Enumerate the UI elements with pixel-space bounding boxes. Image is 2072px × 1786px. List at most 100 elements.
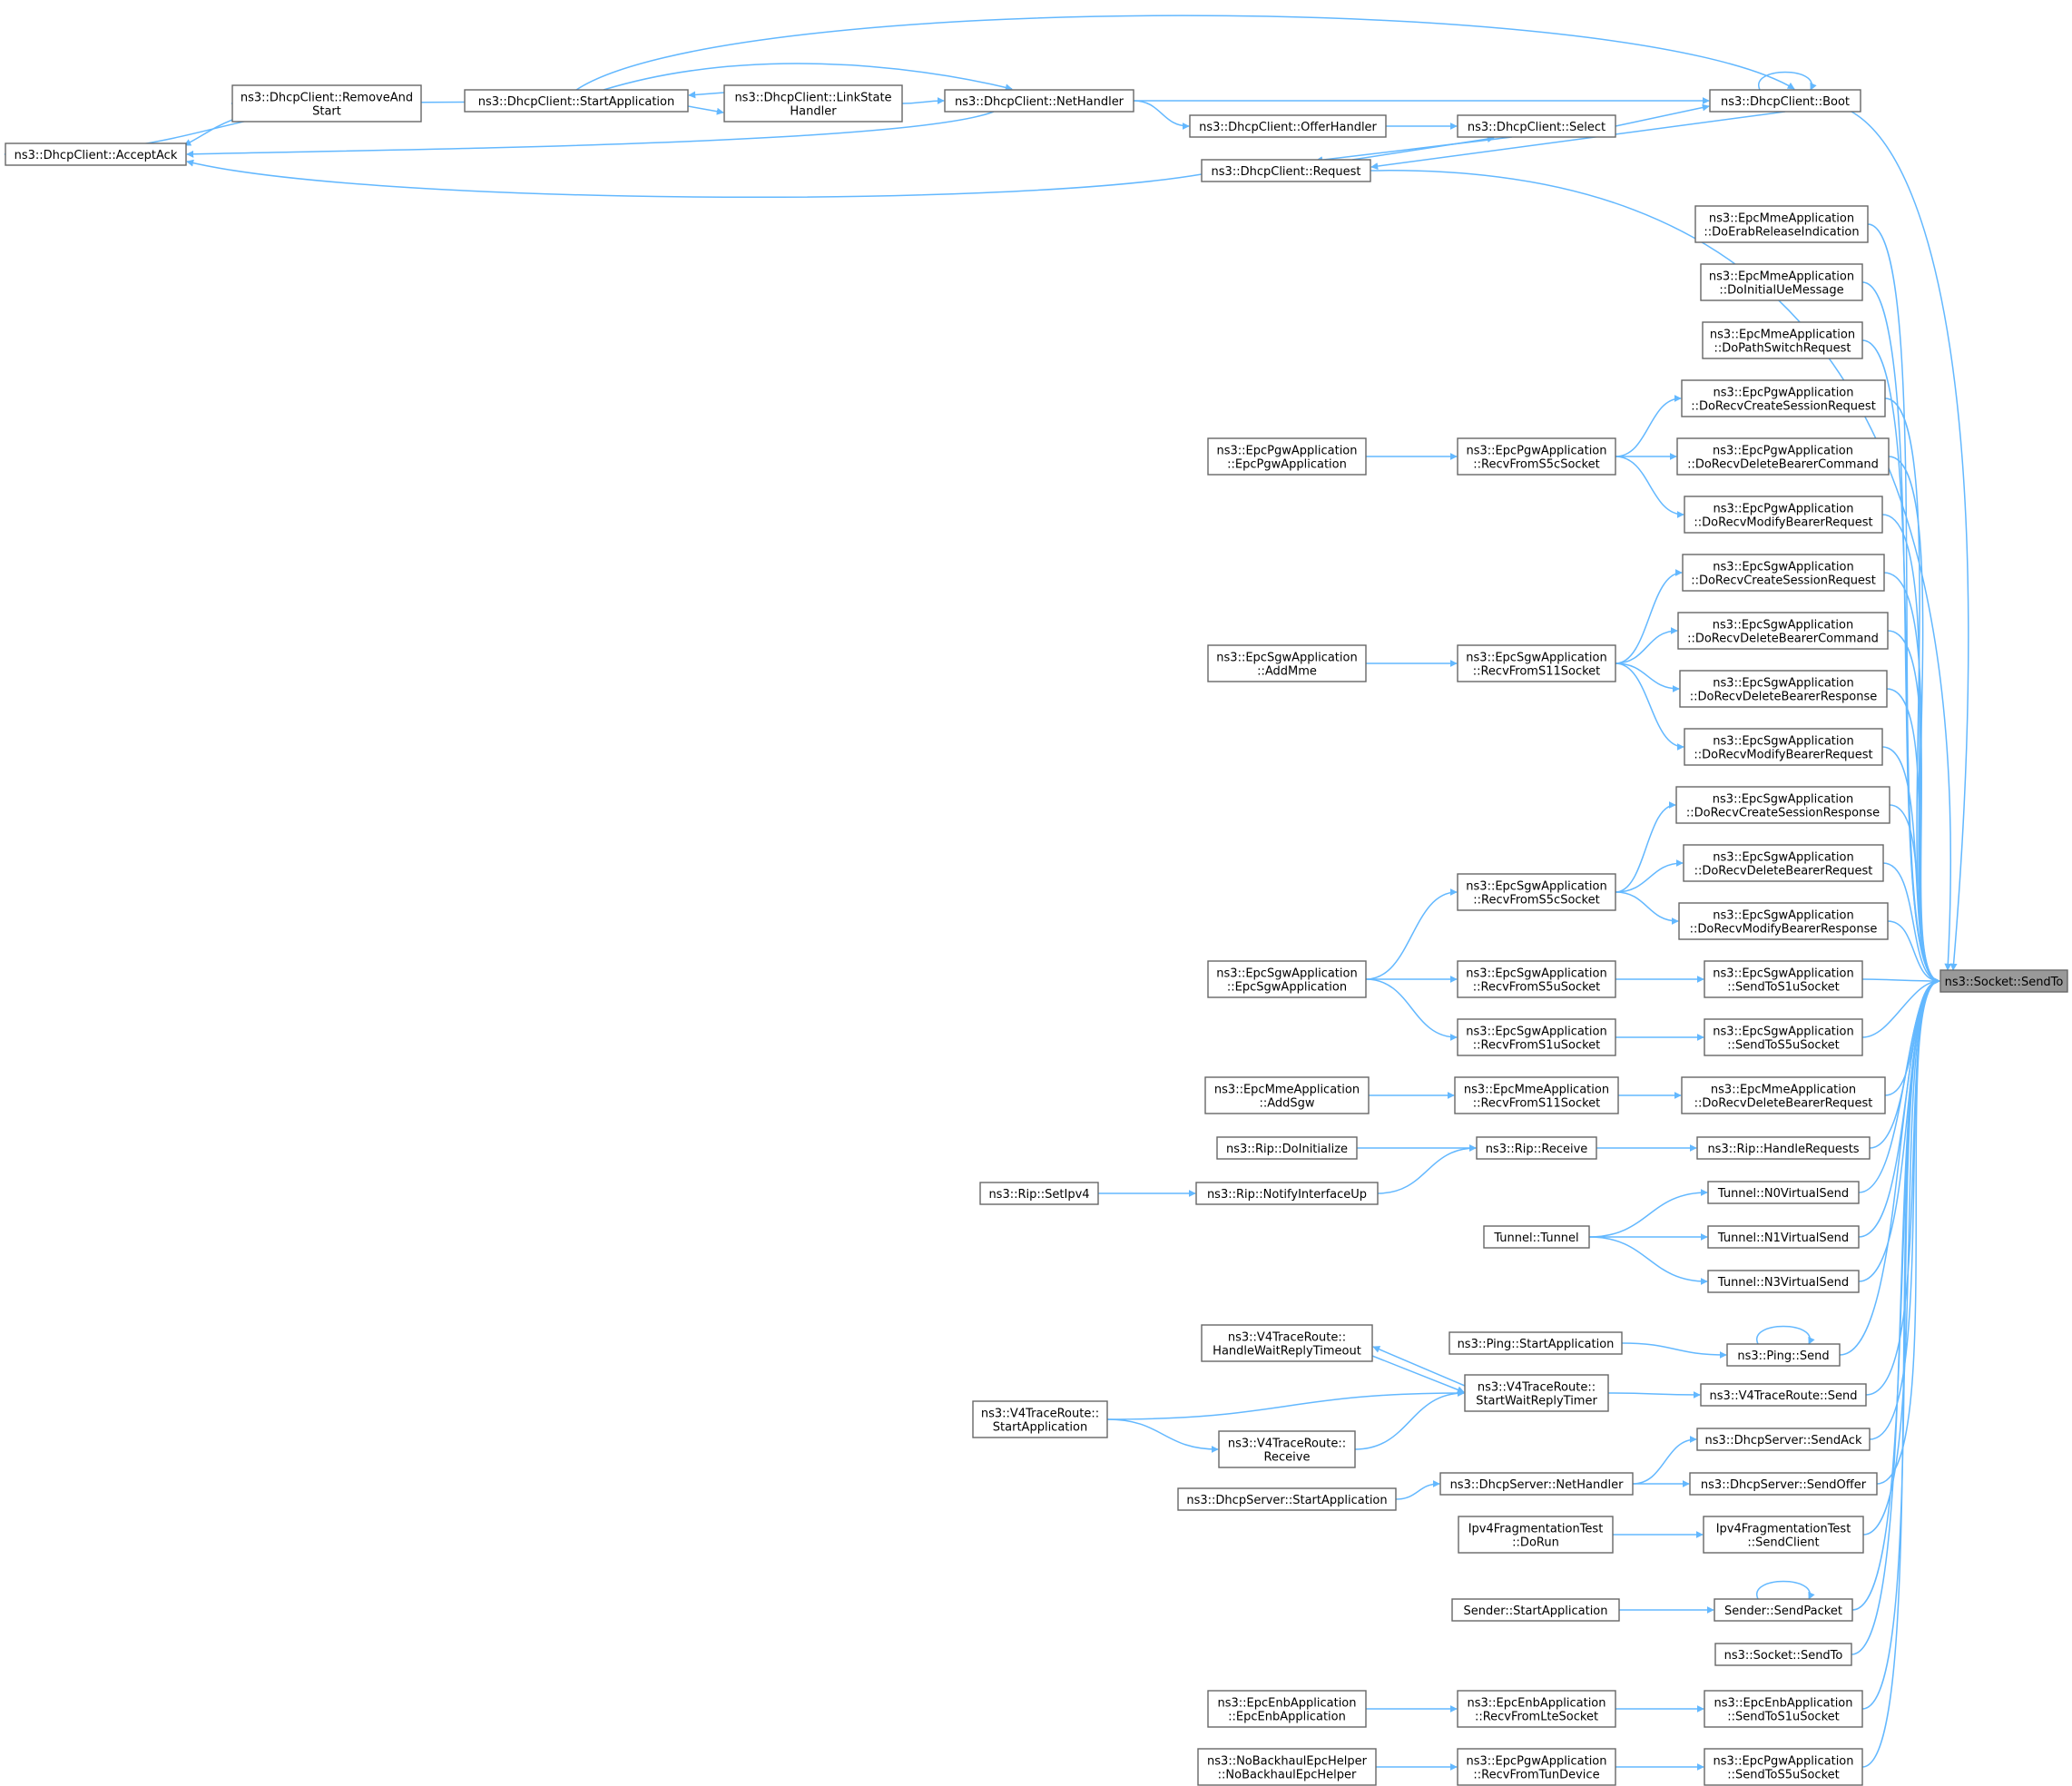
node-sgw-recv-s5c[interactable]: ns3::EpcSgwApplication::RecvFromS5cSocke…	[1457, 873, 1616, 911]
node-mme-do-delete-bearer-req[interactable]: ns3::EpcMmeApplication::DoRecvDeleteBear…	[1681, 1076, 1886, 1114]
node-pgw-recv-tun[interactable]: ns3::EpcPgwApplication::RecvFromTunDevic…	[1457, 1748, 1616, 1786]
node-rip-set-ipv4[interactable]: ns3::Rip::SetIpv4	[979, 1182, 1099, 1205]
node-sgw-do-delete-bearer-resp-1[interactable]: ns3::EpcSgwApplication::DoRecvDeleteBear…	[1679, 670, 1888, 708]
node-ping-start[interactable]: ns3::Ping::StartApplication	[1448, 1331, 1623, 1355]
node-box	[1457, 1690, 1616, 1728]
node-enb-ctor[interactable]: ns3::EpcEnbApplication::EpcEnbApplicatio…	[1207, 1690, 1367, 1728]
node-box	[1707, 1225, 1860, 1249]
node-label: ns3::DhcpClient::NetHandler	[955, 95, 1124, 109]
node-box	[1207, 960, 1367, 998]
node-box	[1197, 1748, 1377, 1786]
node-root-socket-send-to[interactable]: ns3::Socket::SendTo	[1939, 969, 2068, 993]
node-mme-add-sgw[interactable]: ns3::EpcMmeApplication::AddSgw	[1204, 1076, 1370, 1114]
node-box	[1683, 844, 1884, 882]
node-request[interactable]: ns3::DhcpClient::Request	[1201, 159, 1371, 182]
node-label: ns3::Rip::NotifyInterfaceUp	[1207, 1188, 1367, 1202]
node-rip-handle-requests[interactable]: ns3::Rip::HandleRequests	[1696, 1136, 1871, 1160]
node-mme-do-erab-release[interactable]: ns3::EpcMmeApplication::DoErabReleaseInd…	[1694, 205, 1869, 243]
node-sender-send-packet[interactable]: Sender::SendPacket	[1714, 1598, 1853, 1622]
node-boot[interactable]: ns3::DhcpClient::Boot	[1709, 89, 1861, 113]
node-tunnel-n1[interactable]: Tunnel::N1VirtualSend	[1707, 1225, 1860, 1249]
node-label: ns3::EpcSgwApplication	[1216, 967, 1357, 981]
node-dhcps-net-handler[interactable]: ns3::DhcpServer::NetHandler	[1439, 1472, 1634, 1496]
node-tunnel-n0[interactable]: Tunnel::N0VirtualSend	[1707, 1181, 1860, 1204]
node-socket-send-to-overload[interactable]: ns3::Socket::SendTo	[1714, 1643, 1852, 1666]
node-sender-start-app[interactable]: Sender::StartApplication	[1451, 1598, 1620, 1622]
node-ping-send[interactable]: ns3::Ping::Send	[1726, 1343, 1841, 1367]
node-enb-recv-lte[interactable]: ns3::EpcEnbApplication::RecvFromLteSocke…	[1457, 1690, 1616, 1728]
node-nobackhaul-ctor[interactable]: ns3::NoBackhaulEpcHelper::NoBackhaulEpcH…	[1197, 1748, 1377, 1786]
node-accept-ack[interactable]: ns3::DhcpClient::AcceptAck	[5, 142, 187, 166]
node-rip-receive[interactable]: ns3::Rip::Receive	[1476, 1136, 1597, 1160]
node-sgw-send-s5u[interactable]: ns3::EpcSgwApplication::SendToS5uSocket	[1704, 1018, 1863, 1056]
node-label: ns3::Rip::Receive	[1486, 1143, 1588, 1156]
node-ipv4frag-send-client[interactable]: Ipv4FragmentationTest::SendClient	[1703, 1516, 1864, 1554]
node-mme-do-path-switch[interactable]: ns3::EpcMmeApplication::DoPathSwitchRequ…	[1702, 321, 1863, 359]
node-pgw-do-create-session[interactable]: ns3::EpcPgwApplication::DoRecvCreateSess…	[1681, 379, 1886, 417]
node-mme-recv-s11[interactable]: ns3::EpcMmeApplication::RecvFromS11Socke…	[1454, 1076, 1619, 1114]
edge-boot-to-request	[1370, 111, 1786, 171]
node-dhcps-send-ack[interactable]: ns3::DhcpServer::SendAck	[1696, 1428, 1871, 1451]
node-sgw-send-s1u[interactable]: ns3::EpcSgwApplication::SendToS1uSocket	[1704, 960, 1863, 998]
node-box	[1707, 1270, 1860, 1293]
node-sgw-recv-s5u[interactable]: ns3::EpcSgwApplication::RecvFromS5uSocke…	[1457, 960, 1616, 998]
node-sgw-do-create-session-resp[interactable]: ns3::EpcSgwApplication::DoRecvCreateSess…	[1675, 786, 1890, 824]
node-label: ns3::EpcPgwApplication	[1466, 445, 1606, 458]
node-start-application[interactable]: ns3::DhcpClient::StartApplication	[464, 89, 689, 113]
node-box	[1679, 670, 1888, 708]
node-net-handler[interactable]: ns3::DhcpClient::NetHandler	[944, 89, 1134, 113]
node-box	[1704, 1690, 1863, 1728]
node-label: ::DoRecvCreateSessionRequest	[1691, 574, 1876, 588]
node-box	[1201, 159, 1371, 182]
node-pgw-ctor[interactable]: ns3::EpcPgwApplication::EpcPgwApplicatio…	[1207, 437, 1367, 476]
node-sgw-add-mme[interactable]: ns3::EpcSgwApplication::AddMme	[1207, 644, 1367, 682]
node-label: ns3::EpcSgwApplication	[1466, 1025, 1606, 1039]
edge-tunnel_n3-to-root	[1858, 977, 1940, 1282]
node-enb-send-s1u[interactable]: ns3::EpcEnbApplication::SendToS1uSocket	[1704, 1690, 1863, 1728]
node-tunnel-n3[interactable]: Tunnel::N3VirtualSend	[1707, 1270, 1860, 1293]
edge-boot-to-root	[1851, 111, 1969, 971]
node-mme-do-initial-ue[interactable]: ns3::EpcMmeApplication::DoInitialUeMessa…	[1700, 263, 1863, 301]
node-label: Start	[312, 105, 341, 119]
node-box	[1700, 1383, 1867, 1407]
node-pgw-do-delete-bearer-cmd[interactable]: ns3::EpcPgwApplication::DoRecvDeleteBear…	[1676, 437, 1890, 476]
node-sgw-ctor[interactable]: ns3::EpcSgwApplication::EpcSgwApplicatio…	[1207, 960, 1367, 998]
node-label: ns3::V4TraceRoute::	[1228, 1438, 1346, 1451]
node-tunnel-ctor[interactable]: Tunnel::Tunnel	[1483, 1225, 1590, 1249]
node-v4-start-wait[interactable]: ns3::V4TraceRoute::StartWaitReplyTimer	[1464, 1374, 1609, 1412]
node-label: ns3::Socket::SendTo	[1945, 976, 2064, 989]
edge-tunnel_ctor-to-tunnel_n3	[1588, 1236, 1708, 1285]
node-sgw-do-delete-bearer-cmd[interactable]: ns3::EpcSgwApplication::DoRecvDeleteBear…	[1677, 612, 1889, 650]
node-v4-send[interactable]: ns3::V4TraceRoute::Send	[1700, 1383, 1867, 1407]
node-box	[1189, 114, 1387, 138]
node-label: ::NoBackhaulEpcHelper	[1218, 1769, 1357, 1782]
node-sgw-recv-s1u[interactable]: ns3::EpcSgwApplication::RecvFromS1uSocke…	[1457, 1018, 1616, 1056]
node-ipv4frag-do-run[interactable]: Ipv4FragmentationTest::DoRun	[1458, 1516, 1614, 1554]
node-v4-start-app[interactable]: ns3::V4TraceRoute::StartApplication	[972, 1400, 1108, 1438]
node-dhcps-send-offer[interactable]: ns3::DhcpServer::SendOffer	[1689, 1472, 1878, 1496]
node-pgw-recv-s5c[interactable]: ns3::EpcPgwApplication::RecvFromS5cSocke…	[1457, 437, 1616, 476]
node-box	[1207, 1690, 1367, 1728]
node-pgw-do-modify-bearer[interactable]: ns3::EpcPgwApplication::DoRecvModifyBear…	[1684, 496, 1883, 534]
node-offer-handler[interactable]: ns3::DhcpClient::OfferHandler	[1189, 114, 1387, 138]
node-rip-notify-interface-up[interactable]: ns3::Rip::NotifyInterfaceUp	[1195, 1182, 1379, 1205]
node-sgw-recv-s11[interactable]: ns3::EpcSgwApplication::RecvFromS11Socke…	[1457, 644, 1616, 682]
node-label: ns3::EpcSgwApplication	[1713, 909, 1853, 923]
node-sgw-do-create-session-req[interactable]: ns3::EpcSgwApplication::DoRecvCreateSess…	[1682, 554, 1885, 592]
node-label: ns3::DhcpClient::Request	[1212, 165, 1361, 179]
node-pgw-send-s5u[interactable]: ns3::EpcPgwApplication::SendToS5uSocket	[1704, 1748, 1863, 1786]
node-label: ns3::DhcpServer::SendOffer	[1701, 1478, 1867, 1492]
node-sgw-do-delete-bearer-req[interactable]: ns3::EpcSgwApplication::DoRecvDeleteBear…	[1683, 844, 1884, 882]
node-sgw-do-modify-bearer-req[interactable]: ns3::EpcSgwApplication::DoRecvModifyBear…	[1684, 728, 1883, 766]
node-select[interactable]: ns3::DhcpClient::Select	[1457, 114, 1616, 138]
node-v4-handle-timeout[interactable]: ns3::V4TraceRoute::HandleWaitReplyTimeou…	[1201, 1324, 1373, 1362]
node-label: ns3::EpcMmeApplication	[1709, 270, 1854, 284]
node-rip-do-initialize[interactable]: ns3::Rip::DoInitialize	[1216, 1136, 1358, 1160]
node-label: ns3::DhcpClient::OfferHandler	[1199, 121, 1377, 134]
node-v4-receive[interactable]: ns3::V4TraceRoute::Receive	[1218, 1430, 1356, 1468]
node-label: ::DoRecvModifyBearerResponse	[1690, 923, 1878, 937]
node-dhcps-start-app[interactable]: ns3::DhcpServer::StartApplication	[1177, 1487, 1397, 1511]
node-sgw-do-modify-bearer-resp[interactable]: ns3::EpcSgwApplication::DoRecvModifyBear…	[1678, 902, 1889, 940]
